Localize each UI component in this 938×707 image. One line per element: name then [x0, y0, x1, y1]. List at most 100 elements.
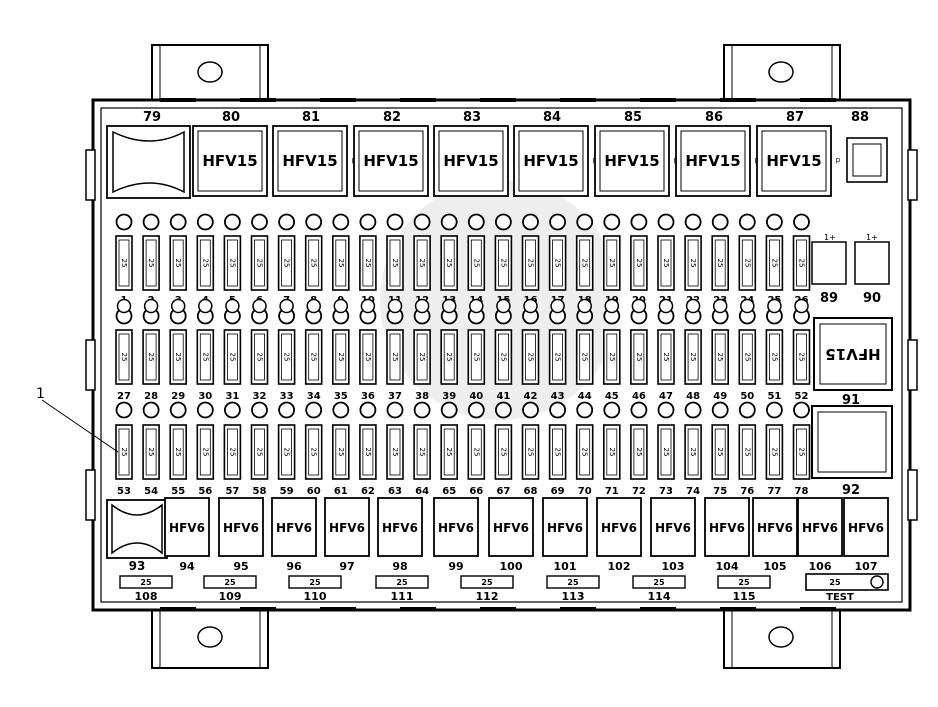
fuse-60[interactable] [304, 424, 323, 480]
fuse-55[interactable] [169, 424, 187, 480]
fuse-49[interactable] [711, 329, 730, 385]
bottom-fuse-113[interactable] [546, 575, 600, 589]
fuse-15[interactable] [494, 235, 513, 291]
relay-85[interactable] [594, 125, 670, 197]
fuse-4[interactable] [196, 235, 215, 291]
fuse-68[interactable] [521, 424, 540, 480]
fuse-58[interactable] [250, 424, 269, 480]
fuse-13[interactable] [440, 235, 459, 291]
fuse-23[interactable] [711, 235, 730, 291]
fuse-18[interactable] [575, 235, 594, 291]
bottom-fuse-115[interactable] [717, 575, 771, 589]
relay-100[interactable] [488, 497, 534, 557]
relay-97[interactable] [324, 497, 370, 557]
fuse-26[interactable] [792, 235, 811, 291]
relay-81[interactable] [272, 125, 348, 197]
fuse-3[interactable] [169, 235, 187, 291]
fuse-24[interactable] [738, 235, 757, 291]
part-88[interactable] [846, 137, 888, 183]
relay-80[interactable] [192, 125, 268, 197]
fuse-8[interactable] [304, 235, 323, 291]
relay-107[interactable] [843, 497, 889, 557]
fuse-70[interactable] [575, 424, 594, 480]
fuse-37[interactable] [386, 329, 404, 385]
fuse-76[interactable] [738, 424, 757, 480]
fuse-7[interactable] [277, 235, 296, 291]
fuse-32[interactable] [250, 329, 269, 385]
bottom-fuse-109[interactable] [203, 575, 257, 589]
bottom-fuse-112[interactable] [460, 575, 514, 589]
fuse-44[interactable] [575, 329, 594, 385]
relay-103[interactable] [650, 497, 696, 557]
fuse-42[interactable] [521, 329, 540, 385]
fuse-62[interactable] [359, 424, 377, 480]
fuse-20[interactable] [630, 235, 648, 291]
fuse-43[interactable] [548, 329, 567, 385]
fuse-56[interactable] [196, 424, 215, 480]
relay-89[interactable] [811, 241, 847, 285]
fuse-64[interactable] [413, 424, 431, 480]
fuse-27[interactable] [115, 329, 133, 385]
fuse-54[interactable] [142, 424, 160, 480]
bottom-fuse-110[interactable] [288, 575, 342, 589]
fuse-31[interactable] [223, 329, 242, 385]
relay-105[interactable] [752, 497, 798, 557]
fuse-14[interactable] [467, 235, 486, 291]
fuse-35[interactable] [331, 329, 350, 385]
relay-104[interactable] [704, 497, 750, 557]
fuse-50[interactable] [738, 329, 757, 385]
fuse-28[interactable] [142, 329, 160, 385]
relay-101[interactable] [542, 497, 588, 557]
relay-91[interactable] [813, 317, 893, 391]
relay-96[interactable] [271, 497, 317, 557]
fuse-66[interactable] [467, 424, 486, 480]
fuse-69[interactable] [548, 424, 567, 480]
fuse-65[interactable] [440, 424, 459, 480]
fuse-59[interactable] [277, 424, 296, 480]
relay-98[interactable] [377, 497, 423, 557]
fuse-57[interactable] [223, 424, 242, 480]
fuse-34[interactable] [304, 329, 323, 385]
relay-86[interactable] [675, 125, 751, 197]
fuse-2[interactable] [142, 235, 160, 291]
test-fuse[interactable] [805, 573, 889, 591]
fuse-77[interactable] [765, 424, 784, 480]
fuse-46[interactable] [630, 329, 648, 385]
fuse-19[interactable] [602, 235, 621, 291]
fuse-25[interactable] [765, 235, 784, 291]
fuse-41[interactable] [494, 329, 513, 385]
fuse-38[interactable] [413, 329, 431, 385]
relay-106[interactable] [797, 497, 843, 557]
fuse-30[interactable] [196, 329, 215, 385]
fuse-6[interactable] [250, 235, 269, 291]
fuse-63[interactable] [386, 424, 404, 480]
fuse-48[interactable] [684, 329, 702, 385]
relay-87[interactable] [756, 125, 832, 197]
relay-99[interactable] [433, 497, 479, 557]
bottom-fuse-111[interactable] [375, 575, 429, 589]
relay-102[interactable] [596, 497, 642, 557]
relay-95[interactable] [218, 497, 264, 557]
fuse-21[interactable] [657, 235, 675, 291]
fuse-71[interactable] [602, 424, 621, 480]
fuse-39[interactable] [440, 329, 459, 385]
fuse-5[interactable] [223, 235, 242, 291]
relay-83[interactable] [433, 125, 509, 197]
fuse-73[interactable] [657, 424, 675, 480]
relay-92[interactable] [811, 405, 893, 479]
fuse-16[interactable] [521, 235, 540, 291]
relay-82[interactable] [353, 125, 429, 197]
fuse-61[interactable] [331, 424, 350, 480]
fuse-51[interactable] [765, 329, 784, 385]
fuse-53[interactable] [115, 424, 133, 480]
fuse-9[interactable] [331, 235, 350, 291]
fuse-17[interactable] [548, 235, 567, 291]
fuse-67[interactable] [494, 424, 513, 480]
fuse-22[interactable] [684, 235, 702, 291]
fuse-10[interactable] [359, 235, 377, 291]
fuse-75[interactable] [711, 424, 730, 480]
bottom-fuse-108[interactable] [119, 575, 173, 589]
fuse-36[interactable] [359, 329, 377, 385]
fuse-74[interactable] [684, 424, 702, 480]
fuse-11[interactable] [386, 235, 404, 291]
